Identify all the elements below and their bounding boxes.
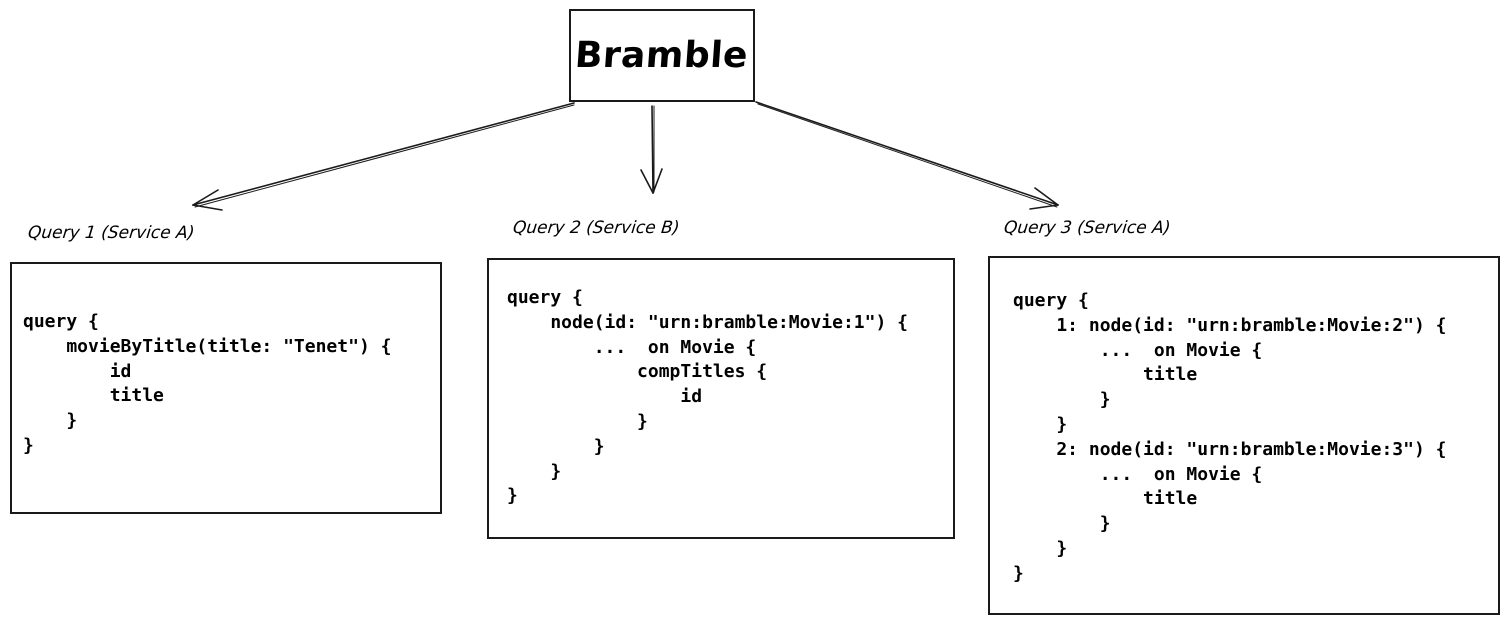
query-1-label: Query 1 (Service A) [26, 223, 196, 243]
query-3-box: query { 1: node(id: "urn:bramble:Movie:2… [988, 256, 1500, 615]
query-3-label: Query 3 (Service A) [1002, 218, 1172, 238]
query-2-code: query { node(id: "urn:bramble:Movie:1") … [507, 287, 908, 507]
arrow-to-query-3 [755, 101, 1059, 210]
query-1-code: query { movieByTitle(title: "Tenet") { i… [23, 311, 392, 456]
query-3-code: query { 1: node(id: "urn:bramble:Movie:2… [1013, 290, 1447, 584]
query-2-label: Query 2 (Service B) [511, 218, 681, 238]
bramble-node: Bramble [569, 9, 755, 102]
query-1-box: query { movieByTitle(title: "Tenet") { i… [10, 262, 442, 514]
arrow-to-query-2 [640, 105, 663, 194]
query-2-box: query { node(id: "urn:bramble:Movie:1") … [487, 258, 955, 539]
arrow-to-query-1 [192, 102, 575, 211]
bramble-label: Bramble [574, 35, 750, 76]
